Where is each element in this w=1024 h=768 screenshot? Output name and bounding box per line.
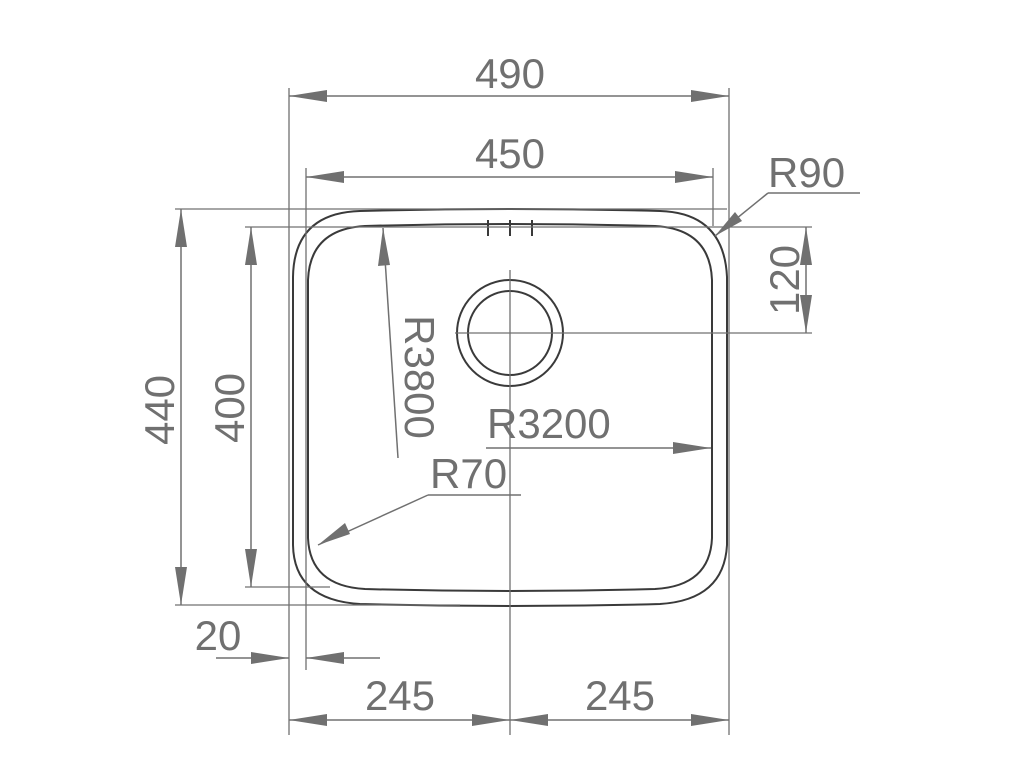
dimension-inner-width: 450 bbox=[475, 130, 545, 177]
arrowhead bbox=[289, 90, 327, 102]
arrowhead bbox=[378, 228, 390, 266]
sink-inner-outline bbox=[307, 223, 713, 592]
arrowhead bbox=[318, 523, 350, 545]
dimension-overall-width: 490 bbox=[475, 50, 545, 97]
arrowhead bbox=[175, 567, 187, 605]
dimension-corner-radius-outer: R90 bbox=[768, 149, 845, 196]
arrowhead bbox=[691, 714, 729, 726]
dimension-overall-depth: 440 bbox=[136, 375, 183, 445]
dimension-left-half: 245 bbox=[365, 672, 435, 719]
dimension-corner-radius-inner: R70 bbox=[430, 450, 507, 497]
arrowhead bbox=[306, 652, 344, 664]
arrowhead bbox=[691, 90, 729, 102]
arrowhead bbox=[675, 171, 713, 183]
arrowhead bbox=[715, 212, 742, 236]
dimension-inner-depth: 400 bbox=[206, 373, 253, 443]
sink-outer-outline bbox=[292, 208, 728, 607]
dimension-front-radius: R3200 bbox=[487, 400, 611, 447]
arrowhead bbox=[289, 714, 327, 726]
arrowhead bbox=[306, 171, 344, 183]
arrowhead bbox=[800, 227, 812, 265]
dimension-right-half: 245 bbox=[585, 672, 655, 719]
arrowhead bbox=[251, 652, 289, 664]
dimension-drain-offset: 120 bbox=[761, 245, 808, 315]
arrowhead bbox=[673, 442, 711, 454]
arrowhead bbox=[245, 549, 257, 587]
arrowhead bbox=[800, 295, 812, 333]
arrowhead bbox=[472, 714, 510, 726]
leader-line-r3800 bbox=[382, 227, 399, 459]
arrowhead bbox=[245, 227, 257, 265]
arrowhead bbox=[510, 714, 548, 726]
dimension-side-radius: R3800 bbox=[396, 315, 443, 439]
arrowhead bbox=[175, 209, 187, 247]
dimension-rim: 20 bbox=[195, 612, 242, 659]
